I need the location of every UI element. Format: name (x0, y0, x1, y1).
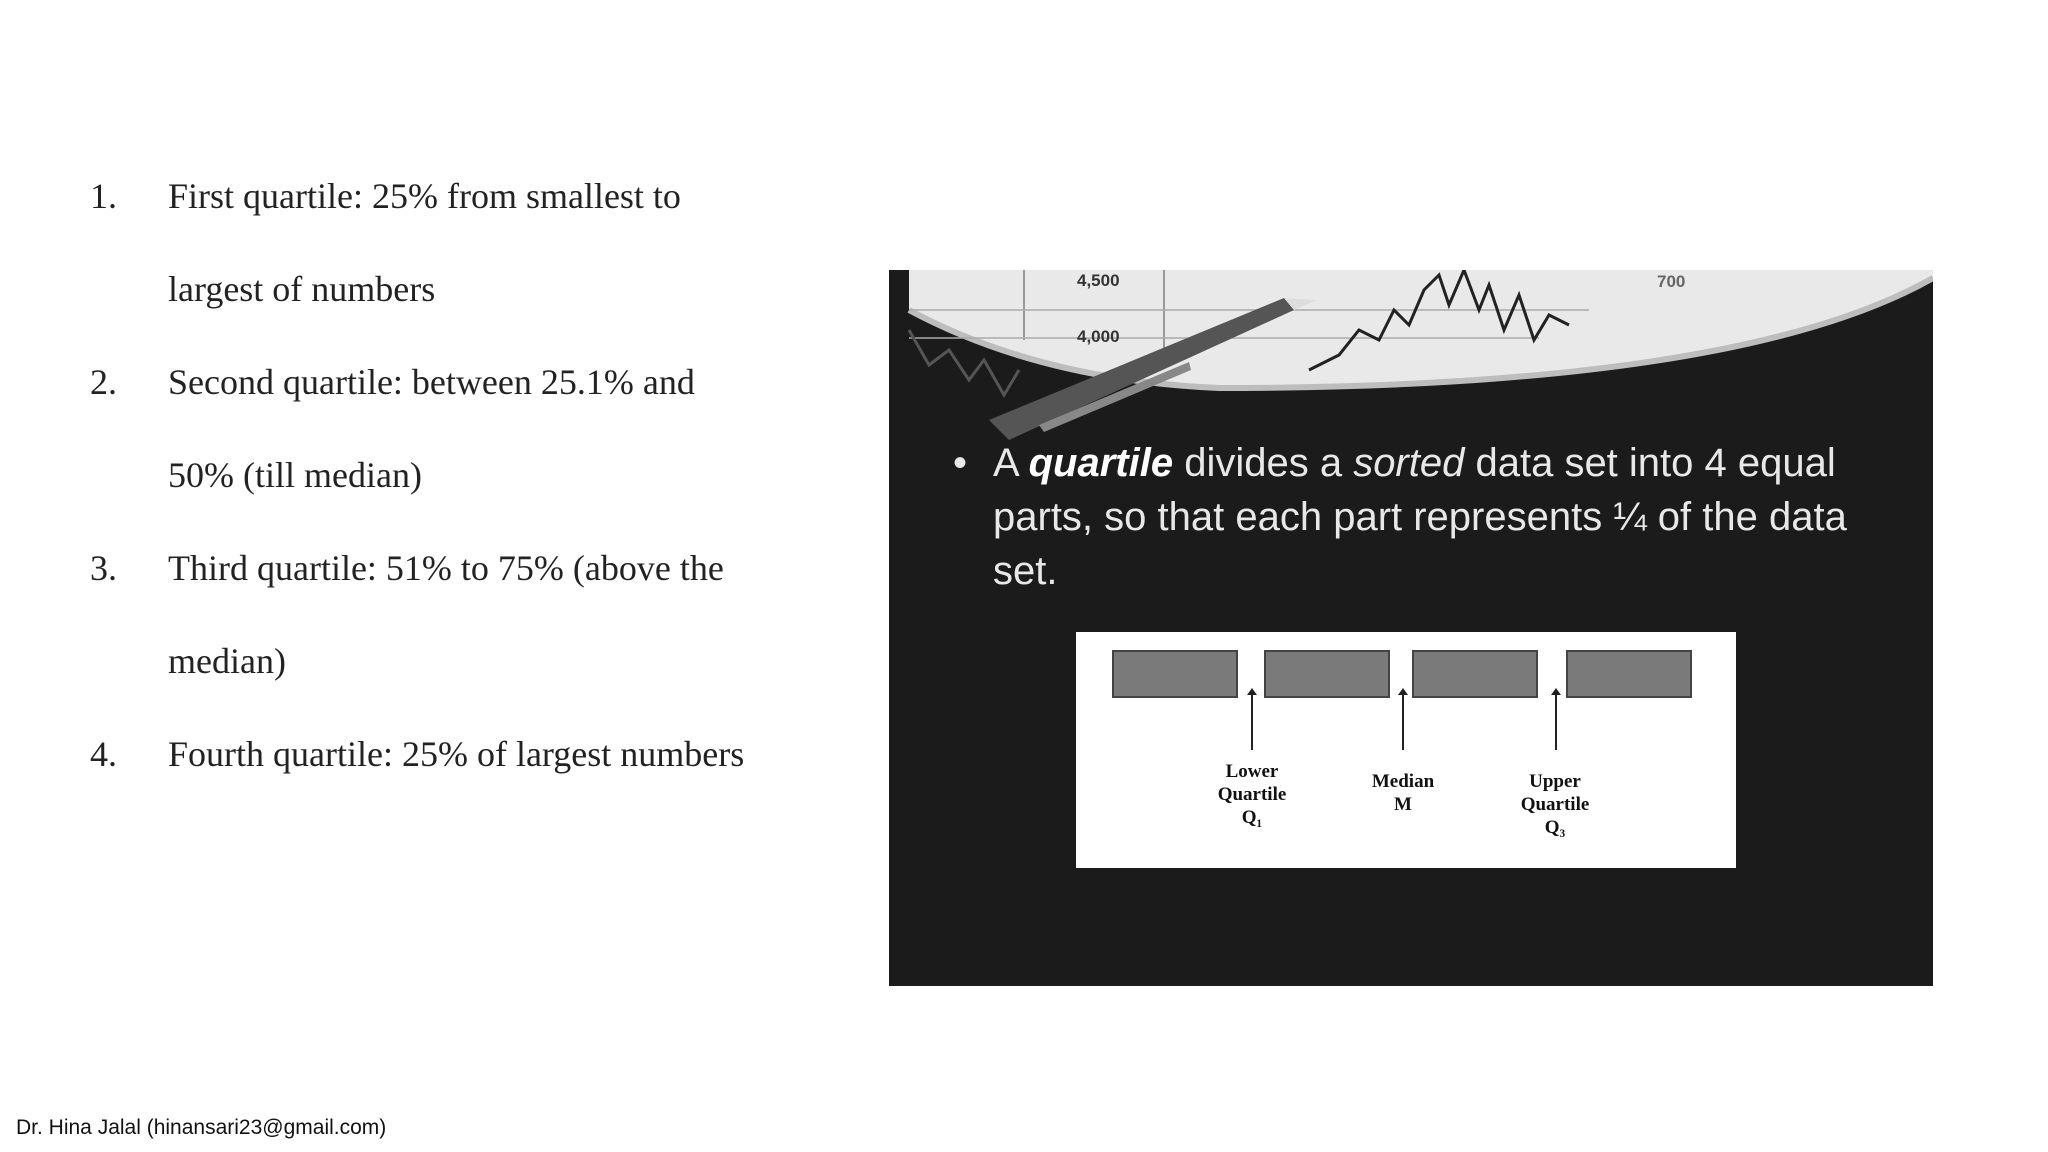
list-text: First quartile: 25% from smallest to (168, 150, 830, 243)
magnifier-graphic (907, 270, 1933, 440)
list-line: Second quartile: between 25.1% and (168, 362, 695, 402)
quartile-box-2 (1264, 650, 1390, 698)
keyword-quartile: quartile (1028, 441, 1174, 485)
list-line: Third quartile: 51% to 75% (above the (168, 548, 724, 588)
quartile-list: 1. First quartile: 25% from smallest to … (90, 150, 830, 801)
list-item: 50% (till median) (90, 429, 830, 522)
list-number: 2. (90, 362, 117, 402)
list-number: 4. (90, 734, 117, 774)
quartile-diagram: Lower Quartile Q₁ Median M Upper Quartil… (1076, 632, 1736, 868)
median-label: Median M (1371, 771, 1435, 815)
list-line: 50% (till median) (168, 455, 422, 495)
list-item: 3. Third quartile: 51% to 75% (above the (90, 522, 830, 615)
list-line: Fourth quartile: 25% of largest numbers (168, 734, 745, 774)
list-item: median) (90, 615, 830, 708)
quartile-box-3 (1412, 650, 1538, 698)
upper-quartile-label: Upper Quartile Q₃ (1520, 771, 1590, 838)
bullet-dot: • (953, 441, 968, 485)
list-item: largest of numbers (90, 243, 830, 336)
lower-quartile-label: Lower Quartile Q₁ (1217, 761, 1287, 828)
author-footer: Dr. Hina Jalal (hinansari23@gmail.com) (16, 1116, 387, 1139)
quartile-box-1 (1112, 650, 1238, 698)
list-number: 1. (90, 176, 117, 216)
list-number: 3. (90, 548, 117, 588)
list-item: 2. Second quartile: between 25.1% and (90, 336, 830, 429)
chart-tick-label: 700 (1657, 272, 1686, 291)
chart-tick-label: 4,500 (1077, 271, 1120, 290)
keyword-sorted: sorted (1353, 441, 1465, 485)
list-item: 1. First quartile: 25% from smallest to (90, 150, 830, 243)
quartile-box-4 (1566, 650, 1692, 698)
definition-text: A quartile divides a sorted data set int… (993, 441, 1847, 593)
quartile-slide-image: 4,500 4,000 700 • A quartile divides a s… (889, 270, 1933, 986)
arrow-up-icon (1551, 688, 1561, 750)
list-line: largest of numbers (168, 269, 436, 309)
list-line: median) (168, 641, 286, 681)
list-item: 4. Fourth quartile: 25% of largest numbe… (90, 708, 830, 801)
list-line: First quartile: 25% from smallest to (168, 176, 681, 216)
arrow-up-icon (1247, 688, 1257, 750)
arrow-up-icon (1398, 688, 1408, 750)
chart-tick-label: 4,000 (1077, 327, 1120, 346)
